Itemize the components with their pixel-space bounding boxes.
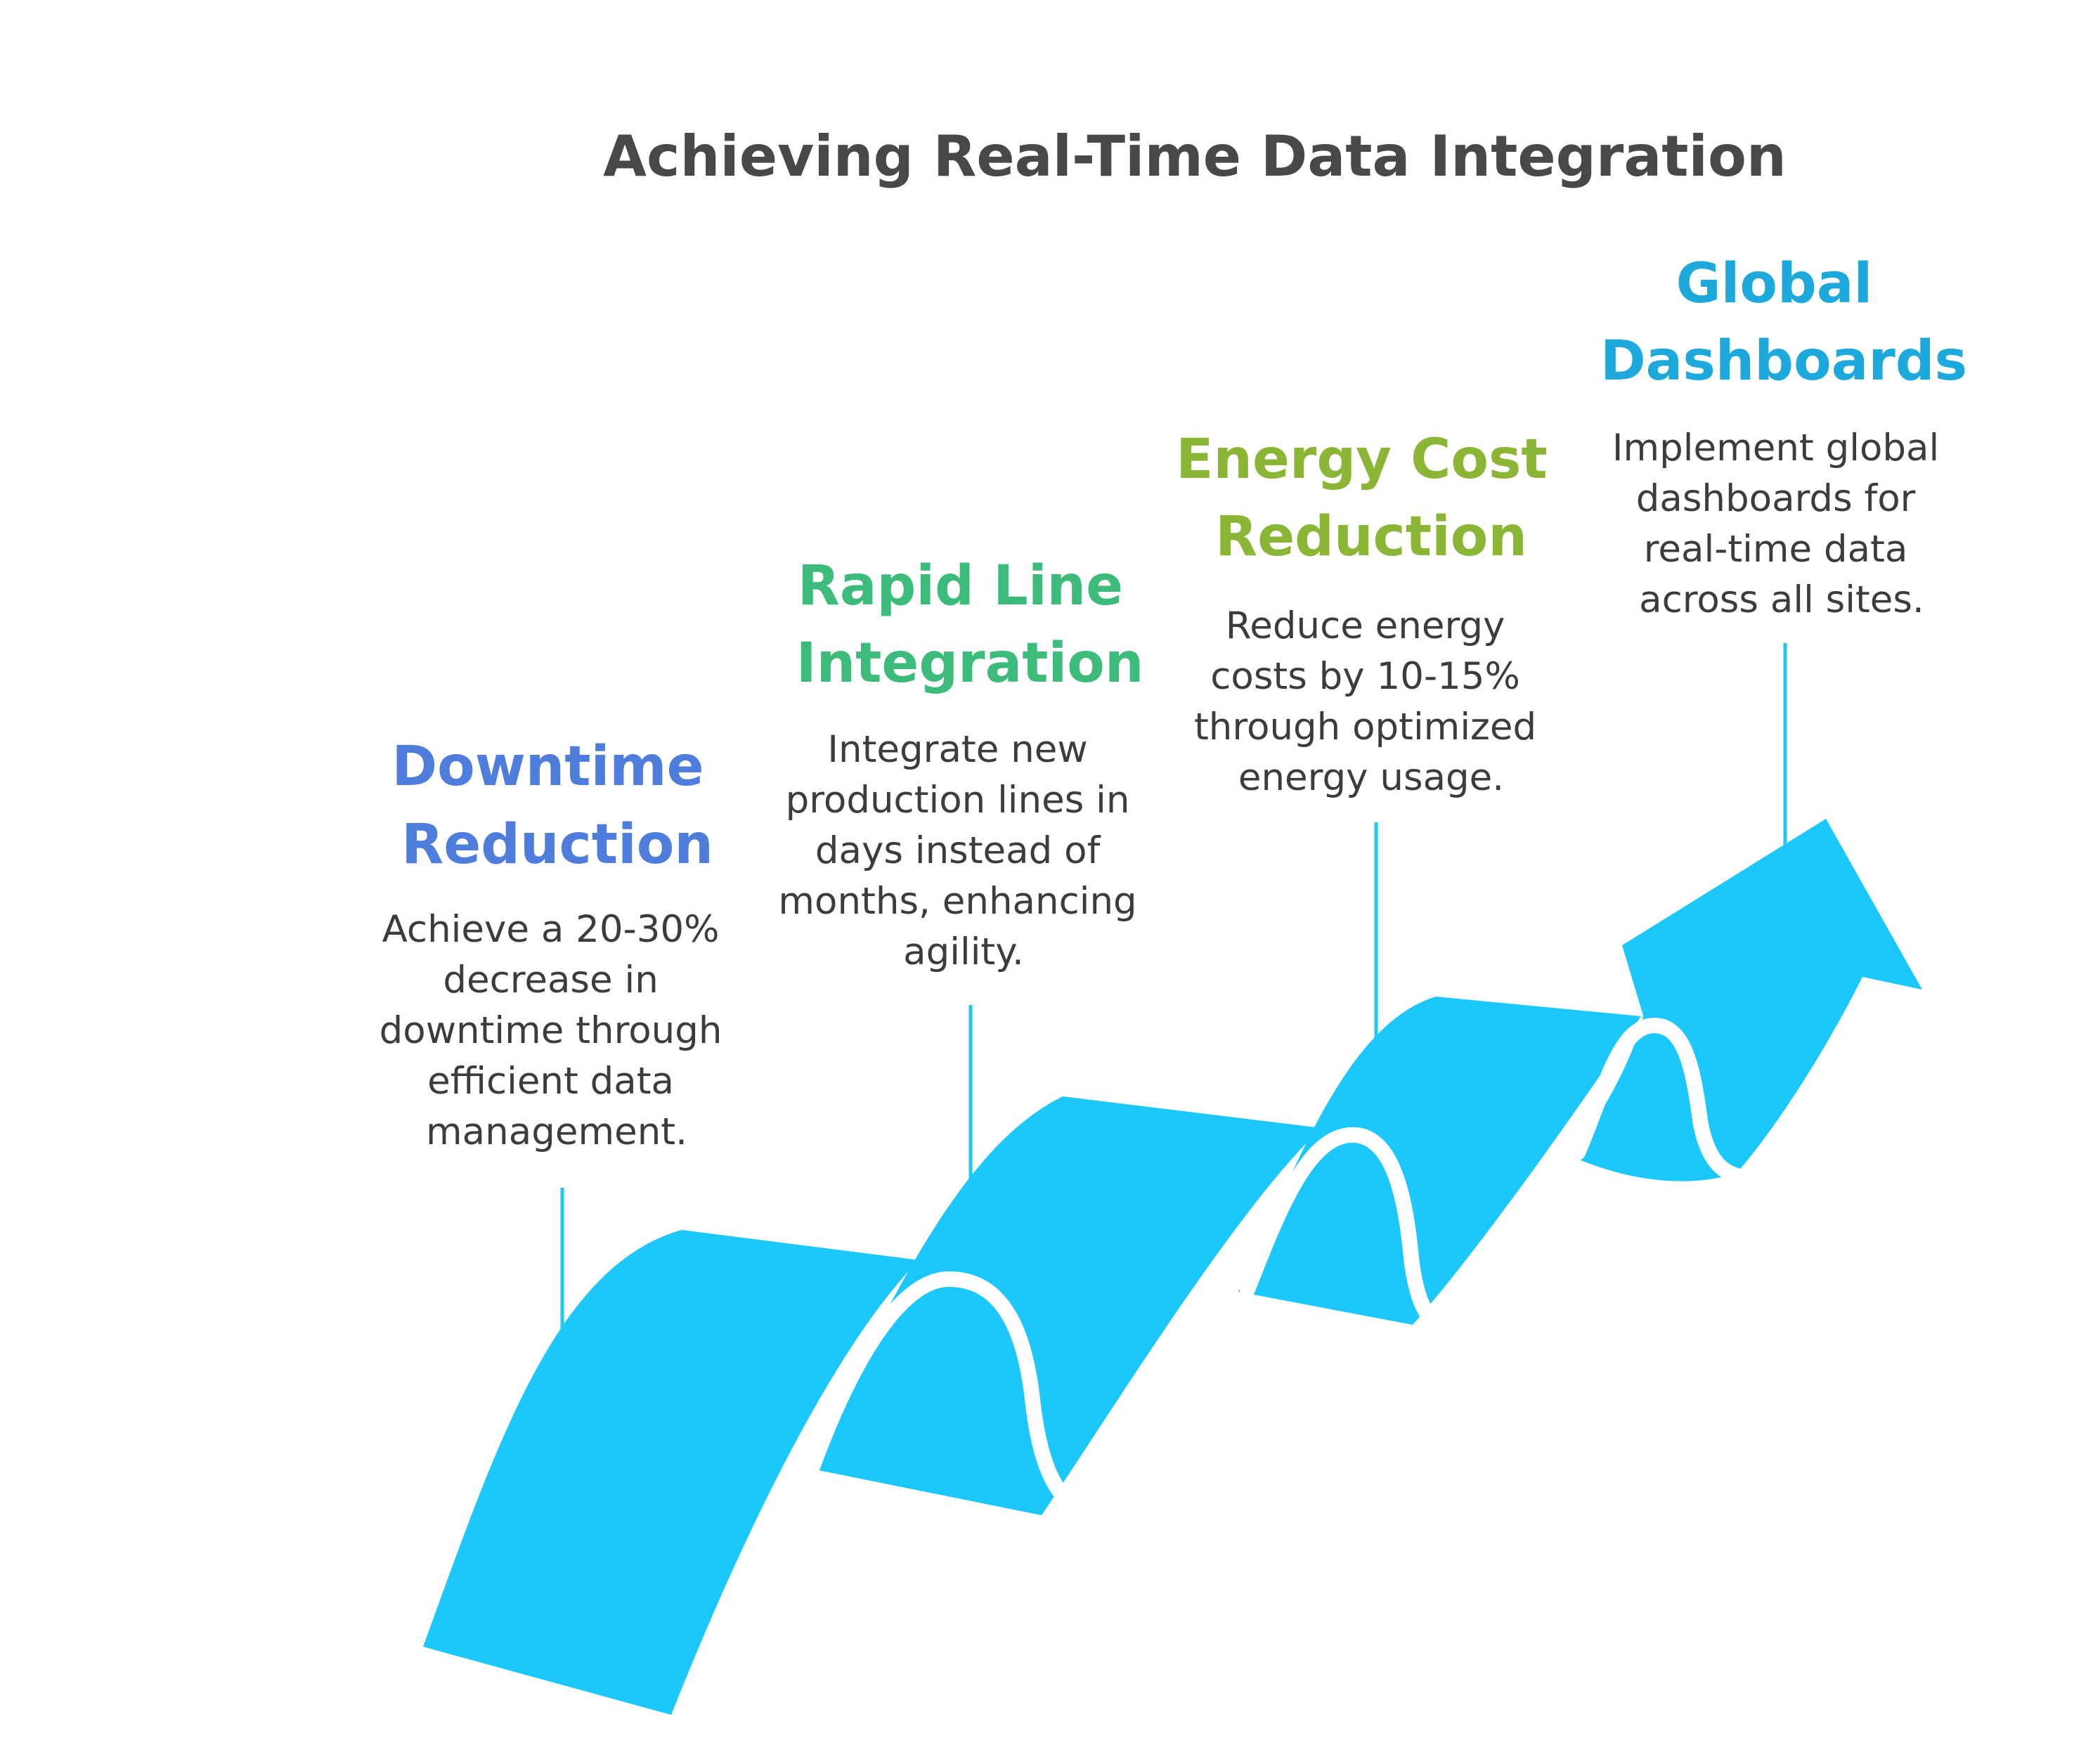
ribbon-segment-3 <box>1238 997 1641 1325</box>
step-heading-dashboards: Global Dashboards <box>1600 252 1967 393</box>
ribbon-fold-2 <box>1240 1127 1452 1336</box>
step-description-rapid-line: Integrate new production lines in days i… <box>778 728 1148 973</box>
step-description-downtime: Achieve a 20-30% decrease in downtime th… <box>380 908 734 1153</box>
ribbon-segment-2 <box>805 1096 1321 1515</box>
ribbon-fold-3 <box>1570 1018 1751 1185</box>
ribbon-segment-4-arrowhead <box>1571 819 1922 1181</box>
step-description-energy: Reduce energy costs by 10-15% through op… <box>1194 604 1548 799</box>
step-description-dashboards: Implement global dashboards for real-tim… <box>1612 427 1951 621</box>
step-heading-downtime: Downtime Reduction <box>391 735 722 876</box>
step-energy-cost-reduction: Energy Cost Reduction Reduce energy cost… <box>1176 428 1567 799</box>
step-heading-energy: Energy Cost Reduction <box>1176 428 1567 569</box>
step-heading-rapid-line: Rapid Line Integration <box>796 555 1144 695</box>
diagram-title: Achieving Real-Time Data Integration <box>603 124 1787 189</box>
ribbon-fold-1 <box>804 1271 1090 1519</box>
ribbon-segment-1 <box>423 1230 919 1715</box>
step-downtime-reduction: Downtime Reduction Achieve a 20-30% decr… <box>380 735 734 1153</box>
step-global-dashboards: Global Dashboards Implement global dashb… <box>1600 252 1967 621</box>
step-rapid-line-integration: Rapid Line Integration Integrate new pro… <box>778 555 1148 973</box>
growth-ribbon-arrow <box>423 819 1922 1715</box>
